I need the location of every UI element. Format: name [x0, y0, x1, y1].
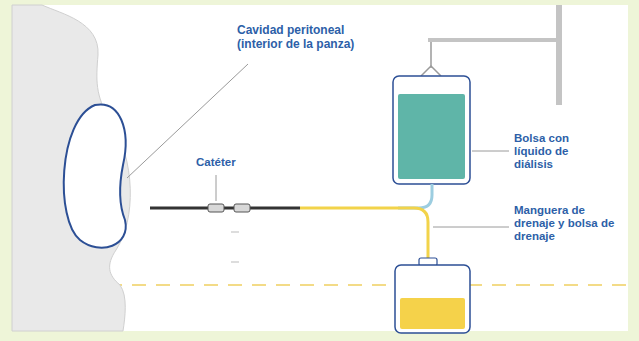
dash-mark: [231, 262, 239, 263]
callout-label: Catéter: [196, 156, 266, 169]
wall-bracket: [556, 5, 562, 105]
dialysis-bag: [393, 76, 470, 184]
panel: [12, 5, 628, 331]
drain-tube: [300, 208, 428, 264]
drain-liquid: [400, 298, 465, 329]
catheter: [150, 207, 300, 210]
connector: [208, 204, 224, 212]
hanger: [421, 66, 441, 76]
callout-label: Cavidad peritoneal (interior de la panza…: [237, 24, 387, 52]
callout-label: Manguera de drenaje y bolsa de drenaje: [514, 204, 620, 244]
pole-arm: [428, 38, 556, 42]
hook: [430, 42, 432, 68]
peritoneal-cavity: [64, 104, 126, 247]
connector: [234, 204, 250, 212]
leader-line: [216, 175, 217, 201]
leader-line: [472, 151, 509, 152]
inflow-tube: [398, 184, 432, 208]
dialysis-liquid: [398, 94, 465, 179]
callout-label: Bolsa con líquido de diálisis: [514, 132, 584, 172]
body-silhouette: [12, 5, 130, 331]
leader-line: [433, 227, 509, 228]
dash-mark: [231, 232, 239, 233]
drain-bag: [395, 265, 470, 333]
